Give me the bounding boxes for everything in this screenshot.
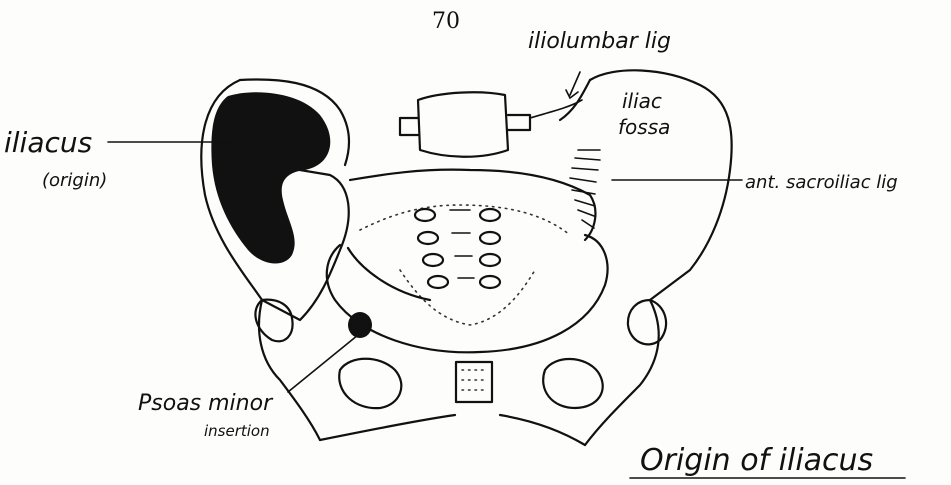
pubic-arch (320, 415, 585, 445)
sacrum-stipple (360, 205, 570, 325)
sacral-foramen (480, 209, 500, 221)
psoas-minor-insertion-mark (348, 312, 372, 338)
sacral-foramen (480, 276, 500, 288)
iliolumbar-ligament (530, 100, 582, 118)
label-iliac: iliac (622, 89, 662, 113)
label-ant-sacroiliac-lig: ant. sacroiliac lig (745, 172, 898, 193)
label-iliacus-origin: (origin) (42, 170, 107, 191)
iliacus-origin-region (211, 92, 330, 263)
label-fossa: fossa (618, 115, 670, 139)
l5-transverse-left (400, 118, 418, 135)
pubic-symphysis (456, 362, 492, 402)
sacral-foramen (480, 232, 500, 244)
label-iliacus: iliacus (4, 126, 92, 159)
right-obturator-foramen (543, 359, 603, 408)
page-number: 70 (432, 9, 460, 34)
sacral-foramen (415, 209, 435, 221)
lower-pelvis-left (259, 300, 320, 440)
l5-vertebra (418, 92, 508, 156)
label-insertion: insertion (204, 422, 270, 440)
right-acetabulum (628, 300, 666, 344)
pelvic-brim-inner (348, 248, 430, 300)
left-obturator-foramen (339, 359, 401, 408)
caption-title: Origin of iliacus (640, 443, 873, 478)
label-psoas-minor: Psoas minor (138, 391, 274, 416)
sacral-foramen (428, 276, 448, 288)
sacral-ridges (450, 210, 474, 278)
sacral-foramen (480, 254, 500, 266)
right-ilium-inner (560, 80, 590, 120)
label-iliolumbar-lig: iliolumbar lig (528, 29, 671, 54)
sacral-foramen (418, 232, 438, 244)
pelvic-brim (327, 235, 608, 352)
l5-transverse-right (508, 115, 530, 130)
lower-pelvis-right (585, 300, 659, 445)
symphysis-stipple (462, 370, 486, 390)
sacral-foramen (423, 254, 443, 266)
